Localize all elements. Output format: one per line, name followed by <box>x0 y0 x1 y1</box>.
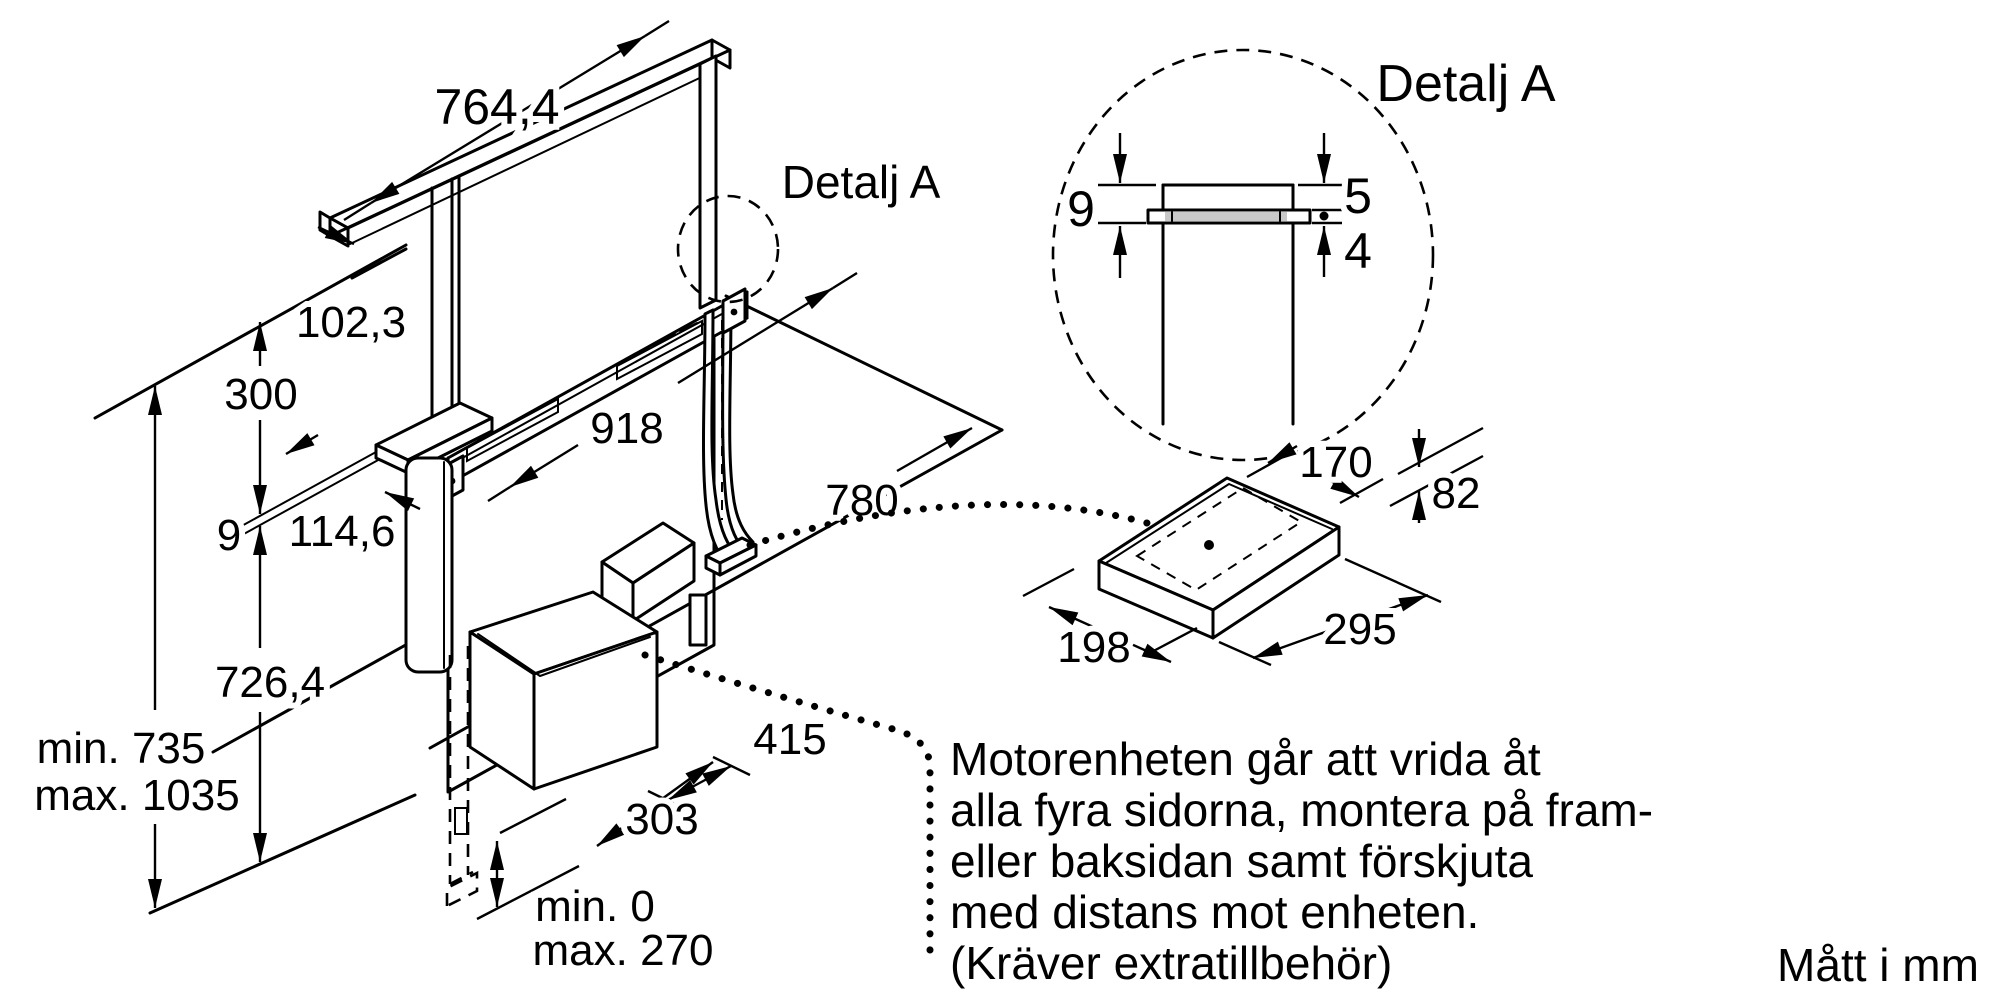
dim-303-text: 303 <box>625 795 698 844</box>
left-post <box>430 174 461 435</box>
dim-300: 300 <box>218 322 304 514</box>
detail-ref-circle <box>676 194 780 304</box>
motor-dim-198: 198 <box>1022 567 1198 678</box>
units-label: Mått i mm <box>1777 939 1979 991</box>
note-line-3: eller baksidan samt förskjuta <box>950 835 1533 887</box>
motor-box-main <box>468 590 659 791</box>
rail-slot-left <box>466 397 559 463</box>
detail-a-section <box>1146 183 1312 426</box>
dim-726-text: 726,4 <box>215 658 325 707</box>
dim-114: 114,6 <box>283 433 421 562</box>
left-duct-column <box>404 456 454 674</box>
main-view: Detalj A 764,4 102,3 300 9 726,4 min. 73 <box>28 19 1209 981</box>
dim-300-text: 300 <box>224 370 297 419</box>
detail-dim-9-text: 9 <box>1067 181 1095 237</box>
detail-a-title: Detalj A <box>1376 55 1556 113</box>
detail-a-circle <box>1051 48 1435 462</box>
bracket-foot <box>704 536 758 577</box>
dim-minmax-height: min. 735 max. 1035 <box>28 386 246 908</box>
dim-303: 303 <box>596 761 714 850</box>
rail-slot-right <box>616 319 703 381</box>
dim-102-text: 102,3 <box>296 298 406 347</box>
dim-780: 780 <box>819 426 973 531</box>
right-post <box>698 54 718 310</box>
dim-min0-max270: min. 0 max. 270 <box>476 797 719 981</box>
note-line-1: Motorenheten går att vrida åt <box>950 733 1541 785</box>
detail-a-view: Detalj A 9 5 4 <box>1051 48 1556 462</box>
dim-764: 764,4 <box>343 19 670 222</box>
dim-min735-text: min. 735 <box>37 724 206 773</box>
dim-max1035-text: max. 1035 <box>34 771 239 820</box>
dim-918: 918 <box>487 271 858 503</box>
detail-dim-5-text: 5 <box>1344 168 1372 224</box>
motor-dim-170-text: 170 <box>1299 438 1372 487</box>
dim-415-text: 415 <box>753 715 826 764</box>
note-line-2: alla fyra sidorna, montera på fram- <box>950 784 1653 836</box>
hood-top-cap <box>318 38 732 248</box>
detail-dim-4: 4 <box>1312 211 1378 285</box>
dim-726: 726,4 <box>209 526 331 862</box>
motor-detail-view: 170 82 198 295 <box>1022 426 1486 678</box>
motor-dim-198-text: 198 <box>1057 623 1130 672</box>
note-block: Motorenheten går att vrida åt alla fyra … <box>950 733 1653 989</box>
dim-max270-text: max. 270 <box>533 926 714 975</box>
motor-dim-170: 170 <box>1246 432 1384 505</box>
detail-ref-label: Detalj A <box>782 156 941 208</box>
motor-dim-295: 295 <box>1218 557 1442 667</box>
dim-min0-text: min. 0 <box>535 882 655 931</box>
detail-dim-5: 5 <box>1298 133 1378 230</box>
dim-114-text: 114,6 <box>289 507 396 556</box>
junction-box <box>600 521 696 623</box>
motor-dim-295-text: 295 <box>1323 605 1396 654</box>
motor-dim-82: 82 <box>1389 426 1486 524</box>
telescopic-duct-dashed <box>445 646 479 909</box>
note-line-4: med distans mot enheten. <box>950 886 1479 938</box>
motor-center-dot <box>1204 540 1214 550</box>
motor-dim-82-text: 82 <box>1432 469 1481 518</box>
dim-102: 102,3 <box>290 225 412 353</box>
mounting-rail <box>439 290 749 504</box>
detail-dim-9: 9 <box>1061 133 1156 278</box>
dim-918-text: 918 <box>590 404 663 453</box>
support-bracket <box>701 304 758 577</box>
dim-9-main-text: 9 <box>217 511 241 560</box>
detail-dim-4-text: 4 <box>1344 223 1372 279</box>
leader-to-note <box>641 651 934 954</box>
dim-764-text: 764,4 <box>434 79 559 135</box>
note-line-5: (Kräver extratillbehör) <box>950 937 1392 989</box>
flange-gray-strip <box>1165 212 1287 221</box>
motor-detail-box <box>1097 476 1341 640</box>
dim-9-main: 9 <box>211 505 247 566</box>
right-channel <box>688 593 708 647</box>
